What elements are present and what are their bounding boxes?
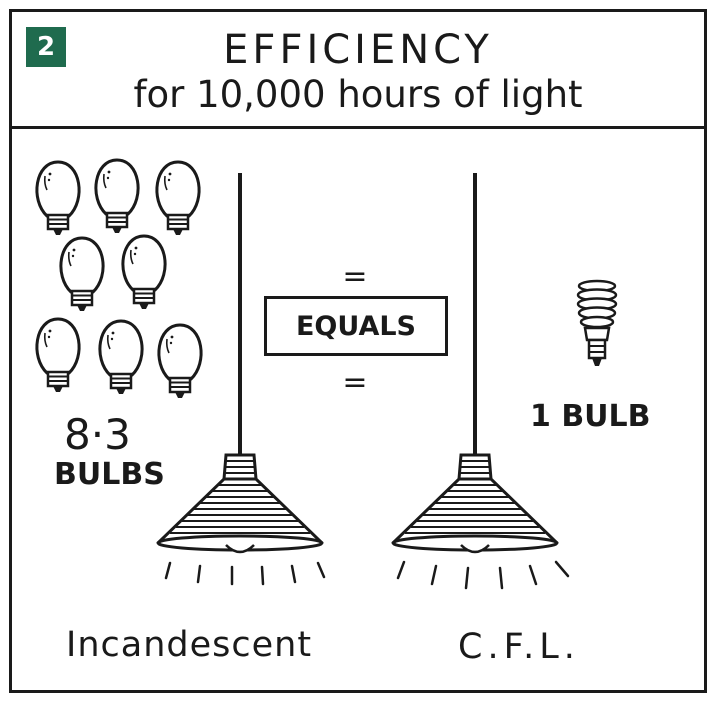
equals-sign-top: =: [342, 259, 368, 294]
incandescent-bulb-icon: [94, 158, 140, 235]
panel-number-badge: 2: [26, 27, 66, 67]
cfl-light-rays: [396, 560, 570, 590]
cfl-bulb-icon: [576, 279, 618, 366]
incandescent-label: Incandescent: [66, 625, 313, 665]
equals-sign-bottom: =: [342, 365, 368, 400]
cfl-lamp-icon: [391, 171, 559, 554]
header-divider: [9, 126, 707, 129]
incandescent-bulb-icon: [35, 160, 81, 237]
incandescent-light-rays: [164, 561, 326, 586]
panel-subtitle: for 10,000 hours of light: [133, 73, 583, 116]
cfl-count: 1 BULB: [530, 399, 651, 434]
equals-box: EQUALS: [264, 296, 448, 356]
cfl-label: C.F.L.: [458, 627, 580, 667]
incandescent-unit: BULBS: [54, 457, 165, 492]
incandescent-bulb-icon: [155, 160, 201, 237]
panel-title: EFFICIENCY: [223, 27, 493, 73]
incandescent-count: 8·3: [64, 410, 131, 459]
